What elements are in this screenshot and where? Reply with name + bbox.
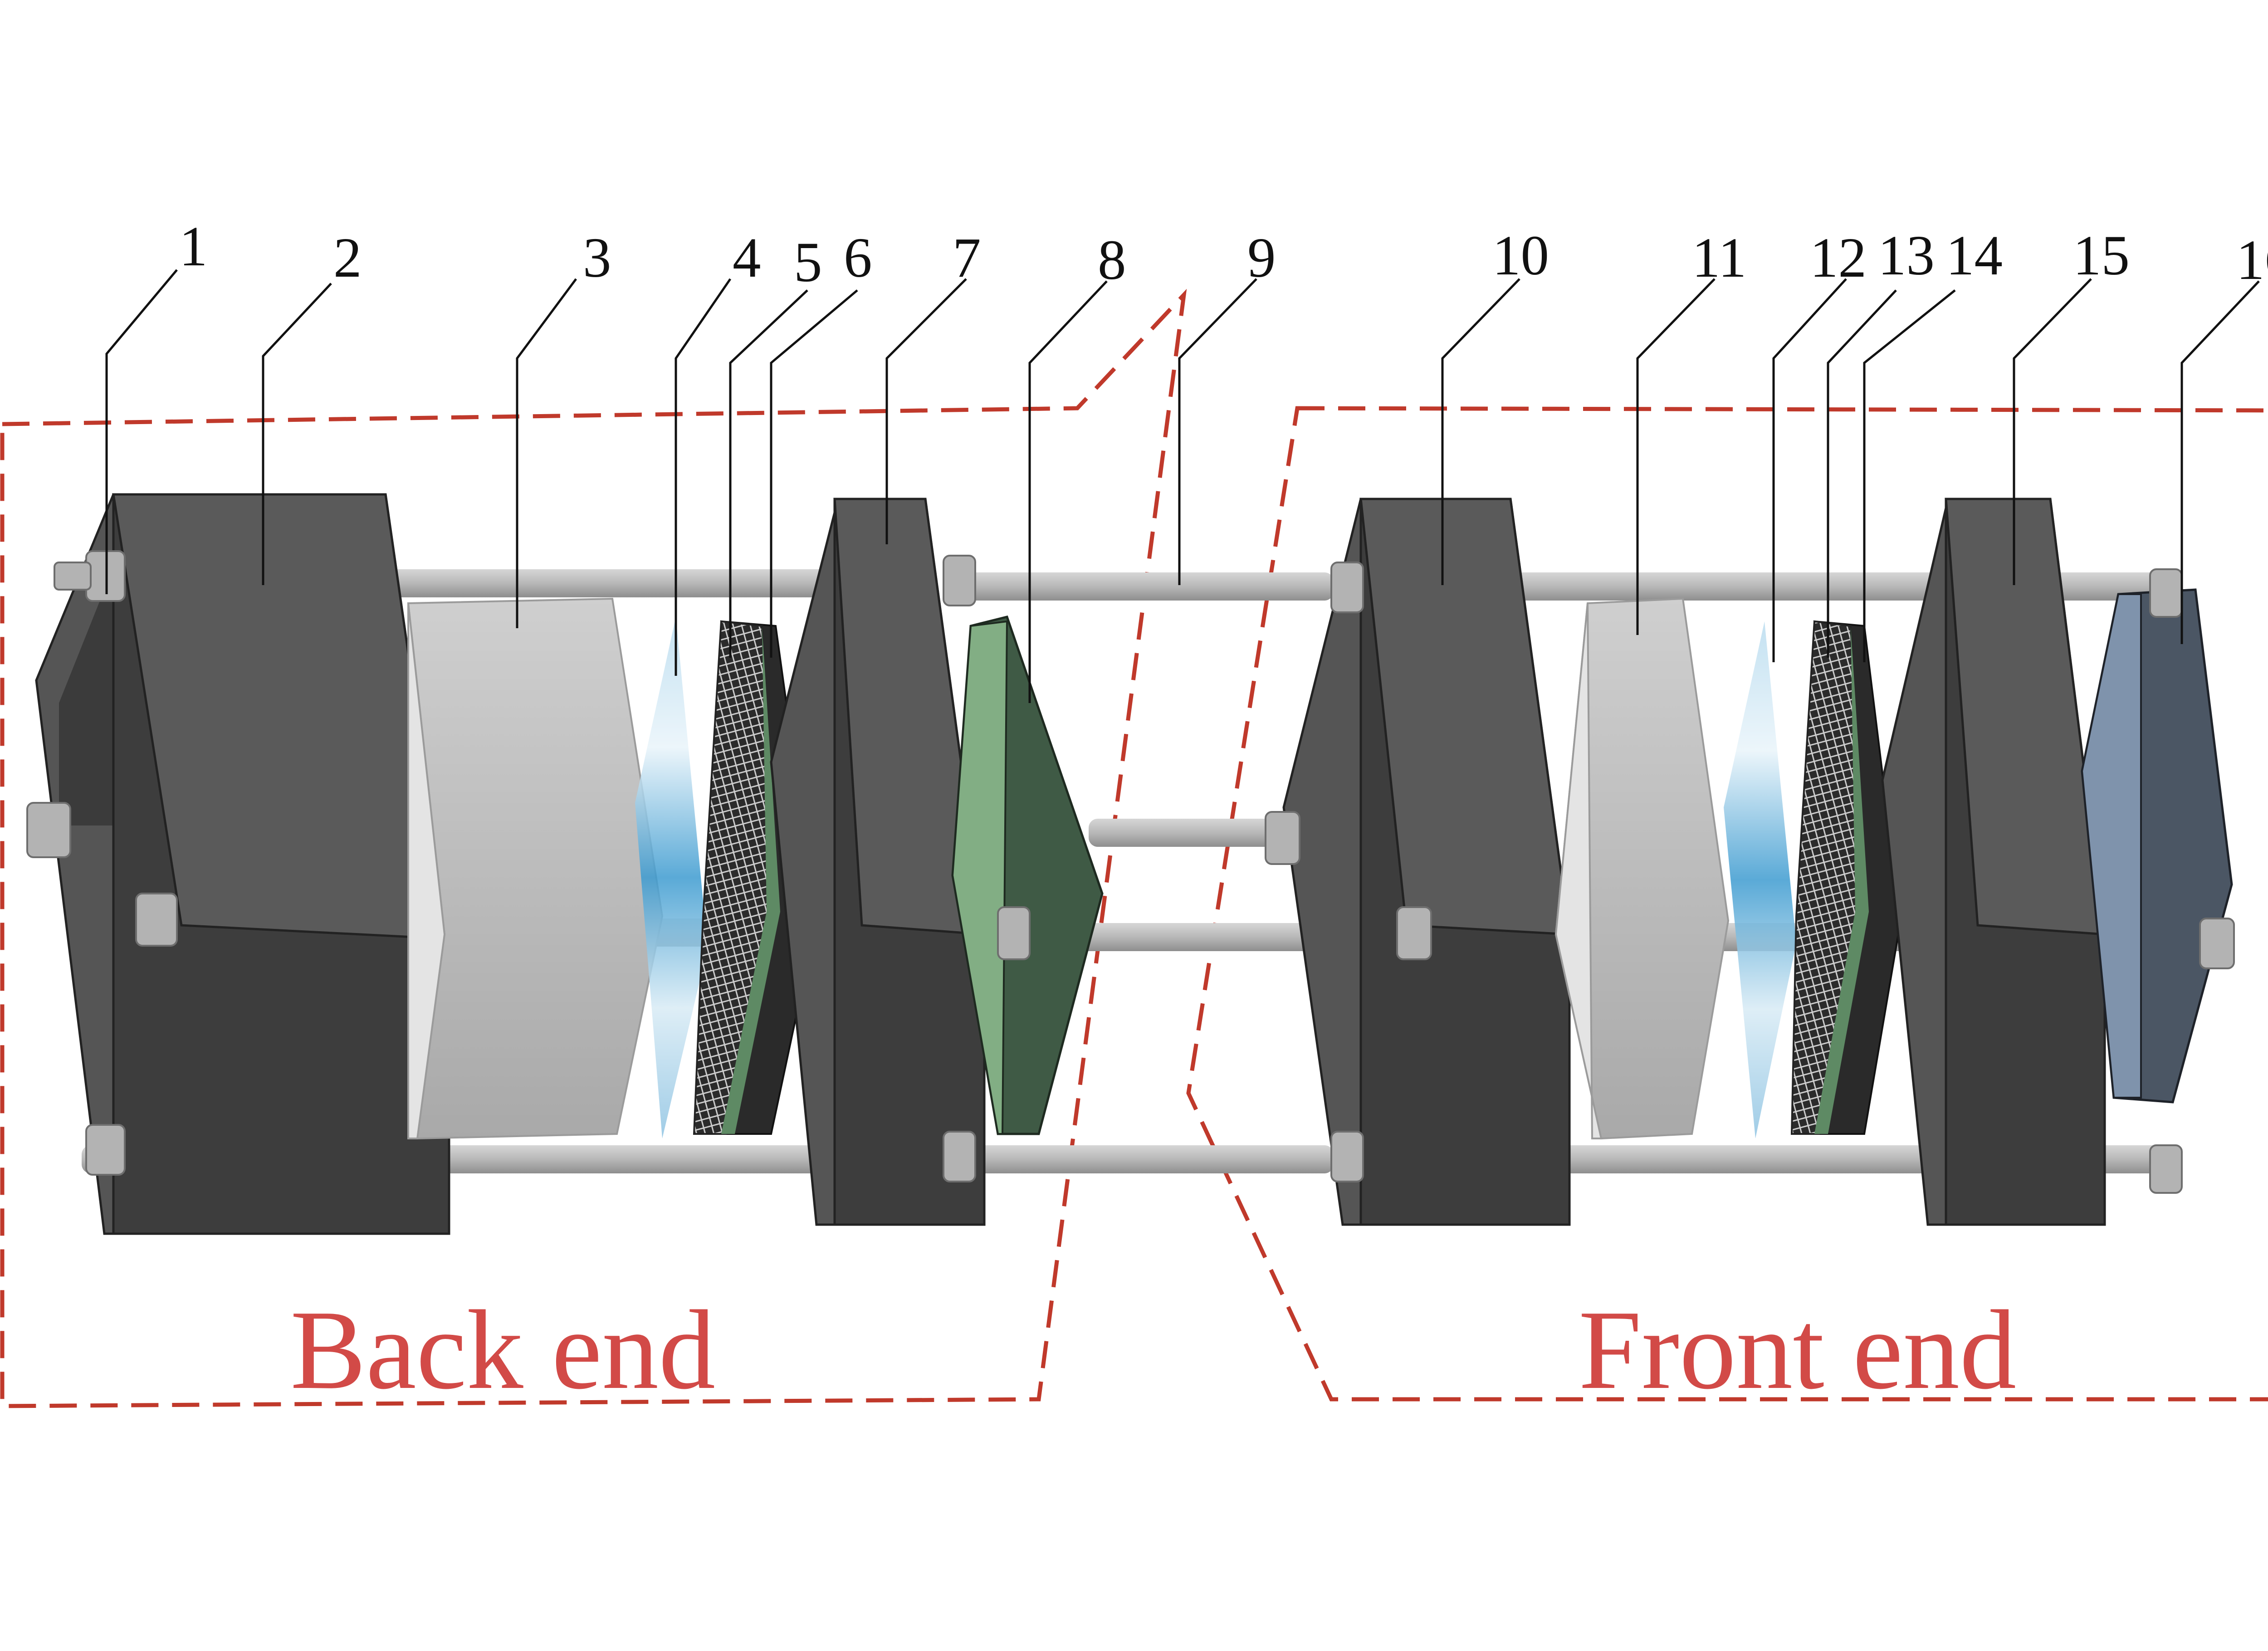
callout-11: 11: [1692, 227, 1746, 289]
back-membrane: [635, 617, 708, 1138]
callout-14: 14: [1946, 225, 2003, 287]
callout-15: 15: [2073, 225, 2130, 287]
front-mesh-plate: [1790, 620, 1902, 1135]
front-end-outline: [1186, 406, 2268, 1402]
back-end-label: Back end: [290, 1287, 715, 1413]
callout-numbers: 1 2 3 4 5 6 7 8 9 10 11 12 13 14 15 16: [179, 215, 2268, 294]
callout-8: 8: [1098, 229, 1126, 292]
callout-1: 1: [179, 215, 208, 278]
callout-2: 2: [333, 227, 362, 289]
callout-13: 13: [1878, 225, 1935, 287]
callout-10: 10: [1492, 225, 1549, 287]
callout-12: 12: [1810, 227, 1867, 289]
front-insulator: [1554, 597, 1730, 1140]
front-end-label: Front end: [1579, 1287, 2016, 1413]
back-end-plate: [35, 493, 450, 1235]
callout-3: 3: [583, 227, 611, 289]
callout-16: 16: [2236, 229, 2268, 292]
callout-4: 4: [733, 227, 761, 289]
front-membrane: [1724, 621, 1796, 1138]
callout-7: 7: [953, 227, 981, 289]
blue-plate: [2081, 588, 2233, 1104]
green-plate: [951, 615, 1104, 1135]
leader-lines: [105, 269, 2260, 703]
nuts: [26, 550, 2235, 1194]
back-end-plate-7: [770, 498, 986, 1226]
callout-6: 6: [844, 227, 872, 289]
callout-9: 9: [1247, 227, 1276, 289]
front-end-plate-10: [1282, 498, 1571, 1226]
back-insulator: [407, 597, 664, 1140]
front-end-plate-15: [1881, 498, 2106, 1226]
callout-5: 5: [794, 231, 822, 294]
